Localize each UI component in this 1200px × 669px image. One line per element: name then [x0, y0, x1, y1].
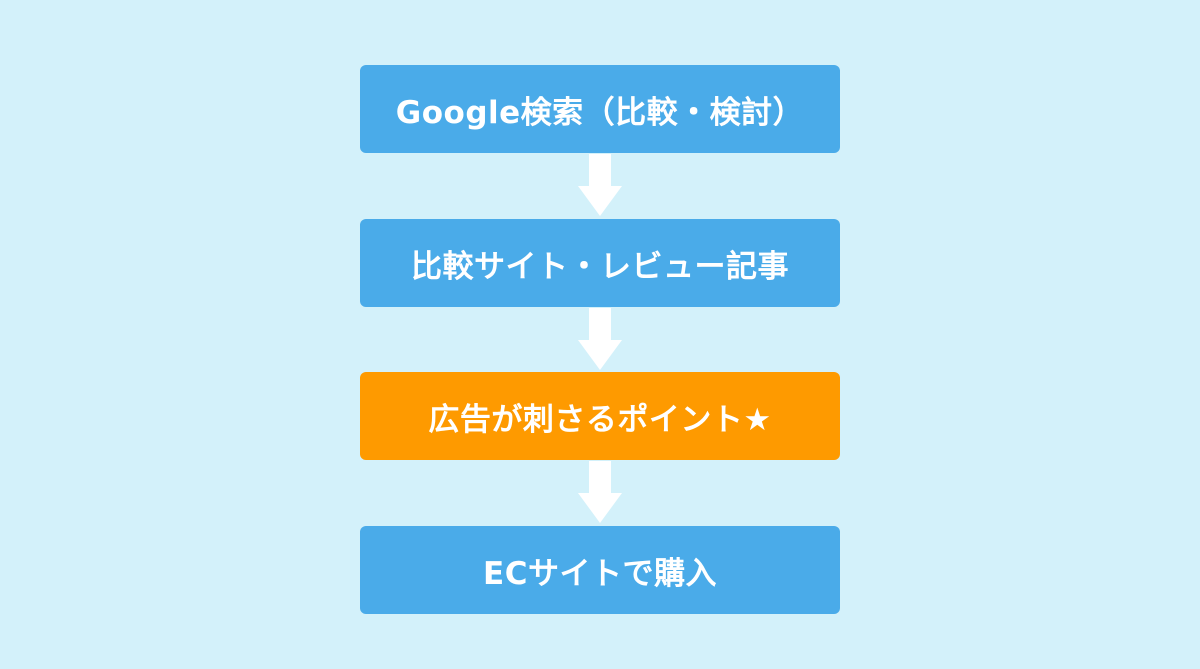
step-label: 広告が刺さるポイント★	[428, 401, 772, 438]
step-ad-point: 広告が刺さるポイント★	[360, 372, 840, 460]
step-google-search: Google検索（比較・検討）	[360, 65, 840, 153]
arrow-down-icon	[578, 461, 622, 523]
step-label: Google検索（比較・検討）	[395, 94, 805, 131]
step-ec-purchase: ECサイトで購入	[360, 526, 840, 614]
step-label: 比較サイト・レビュー記事	[411, 248, 789, 285]
arrow-down-icon	[578, 154, 622, 216]
step-comparison-sites: 比較サイト・レビュー記事	[360, 219, 840, 307]
arrow-down-icon	[578, 308, 622, 370]
step-label: ECサイトで購入	[483, 555, 717, 592]
